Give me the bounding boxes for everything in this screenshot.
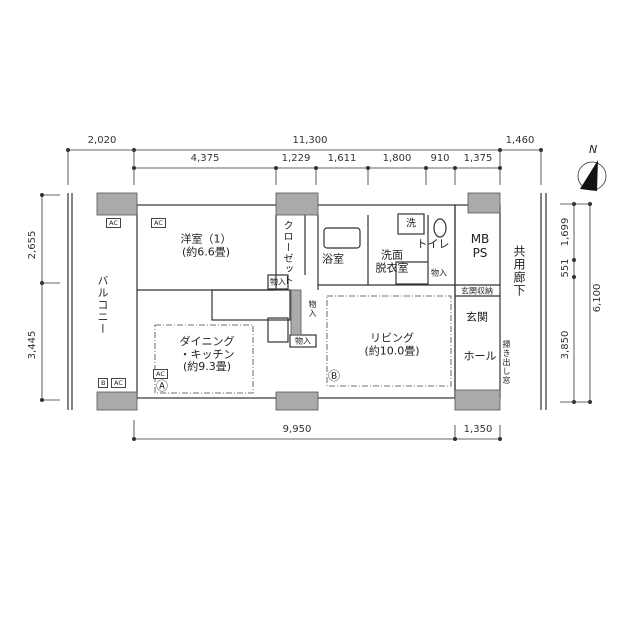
living-size: (約10.0畳) <box>364 344 420 357</box>
dining-size: (約9.3畳) <box>182 360 232 374</box>
dining-line2: ・キッチン <box>179 347 235 361</box>
dim-right-2: 551 <box>560 258 571 278</box>
ac-tag: AC <box>153 369 168 379</box>
washer-label: 洗 <box>406 218 416 230</box>
ac-tag: AC <box>151 218 166 228</box>
entrance-label: 玄関 <box>466 310 488 324</box>
dim-detail-6: 1,375 <box>463 153 493 164</box>
dim-top-1: 2,020 <box>87 135 117 146</box>
western-room-size: (約6.6畳) <box>181 245 231 258</box>
structural-columns <box>96 192 501 411</box>
dim-bottom-2: 1,350 <box>463 424 493 435</box>
storage-washroom-label: 物入 <box>431 268 447 278</box>
washroom-label: 洗面 脱衣室 <box>376 249 409 274</box>
compass-north-label: N <box>589 143 598 156</box>
dimension-lines <box>40 147 593 441</box>
marker-b: Ⓑ <box>328 369 341 383</box>
entrance-storage-label: 玄関収納 <box>461 286 493 296</box>
dim-left-1: 2,655 <box>27 230 38 260</box>
mbps-line1: MB <box>470 232 490 247</box>
ac-tag: AC <box>106 218 121 228</box>
western-room-label: 洋室（1） (約6.6畳) <box>181 233 232 258</box>
western-room-name: 洋室（1） <box>180 232 232 246</box>
dim-left-2: 3,445 <box>27 330 38 360</box>
dining-line1: ダイニング <box>179 335 235 349</box>
dim-right-1: 1,699 <box>560 217 571 247</box>
dining-kitchen-label: ダイニング ・キッチン (約9.3畳) <box>179 335 235 374</box>
balcony-label: バルコニー <box>96 275 109 335</box>
living-label: リビング (約10.0畳) <box>364 332 419 357</box>
dim-detail-4: 1,800 <box>382 153 412 164</box>
dim-detail-5: 910 <box>430 153 450 164</box>
washroom-line1: 洗面 <box>381 248 403 262</box>
dim-top-2: 11,300 <box>292 135 328 146</box>
living-name: リビング <box>369 331 414 345</box>
bathroom-label: 浴室 <box>322 252 344 266</box>
dim-top-3: 1,460 <box>505 135 535 146</box>
dim-bottom-1: 9,950 <box>282 424 312 435</box>
marker-a: Ⓐ <box>156 379 169 393</box>
dim-right-3: 3,850 <box>560 330 571 360</box>
mbps-label: MB PS <box>470 232 490 261</box>
mbps-line2: PS <box>472 246 488 260</box>
compass-icon <box>577 160 607 191</box>
dim-right-overall: 6,100 <box>592 283 603 313</box>
dim-detail-3: 1,611 <box>327 153 357 164</box>
window-label: 掃き出し窓 <box>502 340 511 385</box>
washroom-line2: 脱衣室 <box>375 261 409 274</box>
b-tag: B <box>98 378 109 388</box>
storage-kitchen-label: 物入 <box>295 336 311 346</box>
dim-detail-2: 1,229 <box>281 153 311 164</box>
corridor-label: 共用廊下 <box>512 245 526 297</box>
walls <box>67 193 547 410</box>
storage-western-label: 物入 <box>270 277 286 287</box>
dim-detail-1: 4,375 <box>190 153 220 164</box>
hall-label: ホール <box>463 349 497 363</box>
ac-tag: AC <box>111 378 126 388</box>
furniture-zones <box>154 295 452 394</box>
toilet-label: トイレ <box>416 237 450 251</box>
closet-label: クローゼット <box>281 220 292 286</box>
storage-hall-label: 物入 <box>308 300 317 318</box>
